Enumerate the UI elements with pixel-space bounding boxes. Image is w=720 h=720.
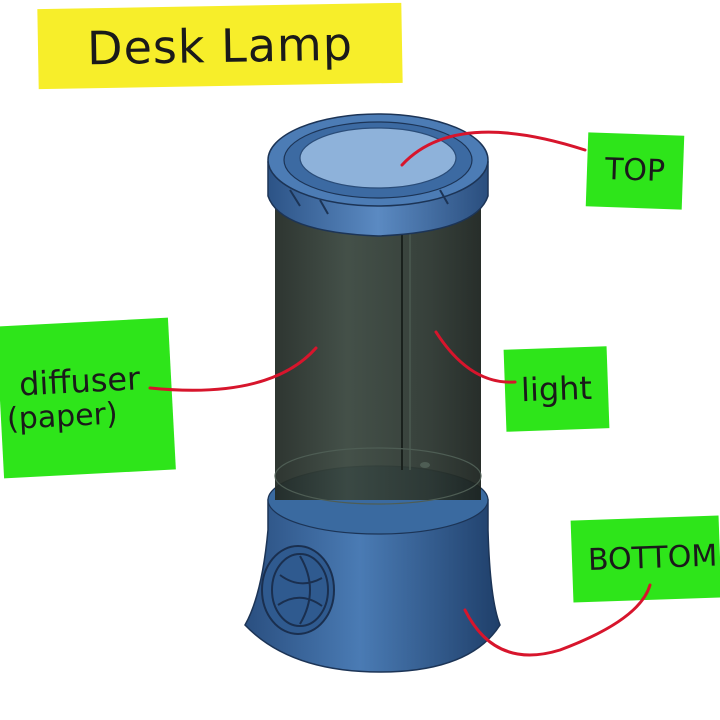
- top-label: TOP: [604, 151, 666, 190]
- diagram-title: Desk Lamp: [86, 16, 354, 76]
- light-label-highlight: [503, 346, 610, 432]
- diffuser-label-line2: (paper): [6, 396, 119, 438]
- top-label-highlight: [585, 132, 685, 210]
- lamp-illustration: [244, 113, 501, 673]
- diffuser-label: diffuser (paper): [0, 318, 176, 479]
- bottom-leader-line: [463, 583, 652, 657]
- light-label: light: [520, 368, 593, 410]
- bottom-label-highlight: [570, 515, 720, 603]
- bottom-label: BOTTOM: [587, 538, 718, 579]
- light-leader-line: [434, 330, 517, 384]
- diffuser-leader-line: [148, 346, 318, 392]
- diffuser-label-line1: diffuser: [18, 359, 142, 404]
- diffuser-label-highlight: [0, 317, 176, 479]
- top-leader-line: [400, 130, 587, 167]
- diffuser-tube: [275, 205, 481, 500]
- title-highlight: [37, 2, 403, 90]
- base-knob: [261, 545, 335, 635]
